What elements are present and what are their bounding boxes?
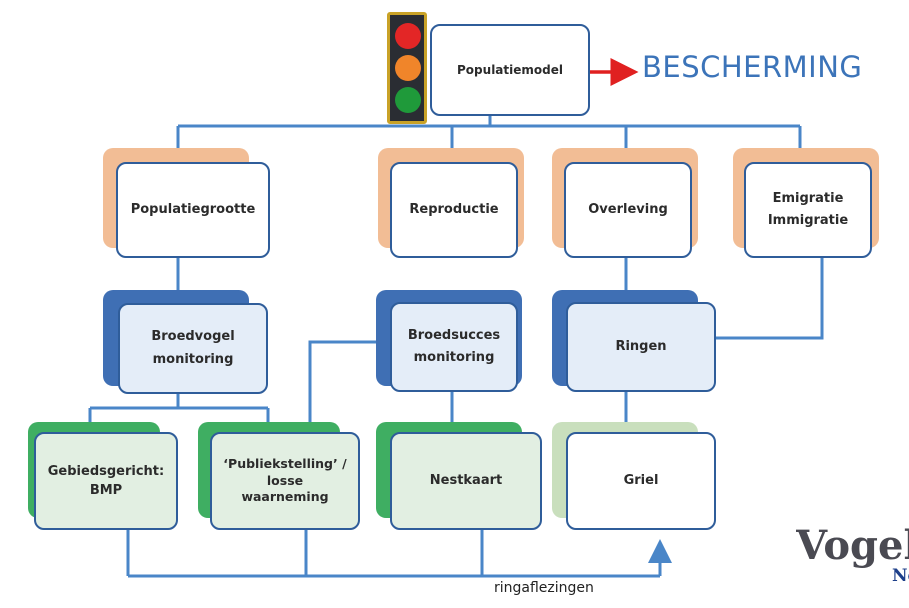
gebiedsgericht-box: Gebiedsgericht: BMP: [34, 432, 178, 530]
emigratie-immigratie-box: Emigratie Immigratie: [744, 162, 872, 258]
ringen-box: Ringen: [566, 302, 716, 392]
populatiegrootte-box: Populatiegrootte: [116, 162, 270, 258]
populatiegrootte-label: Populatiegrootte: [130, 201, 256, 217]
vogelbescherming-logo-sub: Nederland: [892, 566, 909, 586]
broedsucces-label: Broedsucces: [407, 327, 501, 343]
vogelbescherming-logo: Vogelbescherming: [796, 522, 909, 569]
griel-box: Griel: [566, 432, 716, 530]
reproductie-label: Reproductie: [409, 201, 499, 217]
orange-light-icon: [395, 55, 421, 81]
red-light-icon: [395, 23, 421, 49]
broedsucces-monitoring-box: Broedsucces monitoring: [390, 302, 518, 392]
traffic-light-icon: [387, 12, 427, 124]
immigratie-label: Immigratie: [767, 213, 849, 228]
broedsucces-monitoring-label: monitoring: [413, 350, 495, 365]
populatiemodel-box: Populatiemodel: [430, 24, 590, 116]
broedvogel-label: Broedvogel: [151, 329, 235, 345]
publiekstelling-label: ‘Publiekstelling’ /: [223, 455, 347, 471]
emigratie-label: Emigratie: [772, 190, 844, 206]
publiekstelling-box: ‘Publiekstelling’ / losse waarneming: [210, 432, 360, 530]
overleving-label: Overleving: [588, 201, 668, 217]
monitoring-label: monitoring: [152, 351, 234, 367]
populatiemodel-label: Populatiemodel: [457, 62, 563, 77]
ringaflezingen-label: ringaflezingen: [494, 580, 594, 596]
broedvogel-monitoring-box: Broedvogel monitoring: [118, 303, 268, 394]
waarneming-label: waarneming: [241, 489, 329, 505]
griel-label: Griel: [623, 472, 659, 488]
connector-publiekstelling-broedsucces: [308, 340, 390, 430]
overleving-box: Overleving: [564, 162, 692, 258]
bescherming-title: BESCHERMING: [642, 50, 863, 84]
connector-emigratie-ringen: [715, 258, 824, 340]
ringen-label: Ringen: [615, 338, 667, 354]
green-light-icon: [395, 87, 421, 113]
gebiedsgericht-label: Gebiedsgericht:: [47, 463, 165, 479]
bmp-label: BMP: [89, 483, 123, 498]
nestkaart-label: Nestkaart: [429, 472, 503, 488]
nestkaart-box: Nestkaart: [390, 432, 542, 530]
losse-label: losse: [266, 472, 304, 488]
reproductie-box: Reproductie: [390, 162, 518, 258]
